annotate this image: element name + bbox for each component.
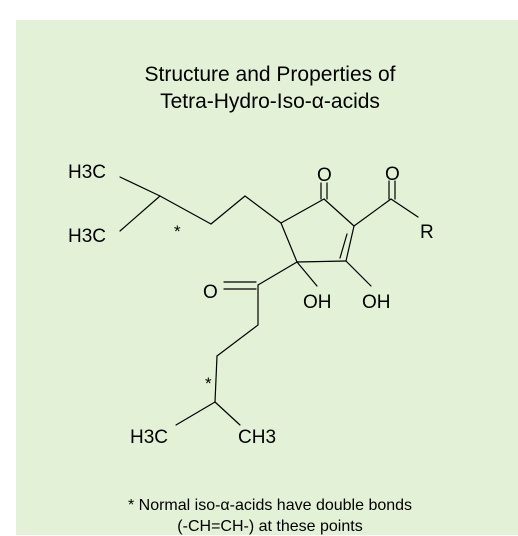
label-oh-left: OH [303, 292, 332, 313]
slide-title-line-1: Structure and Properties of [144, 63, 396, 86]
bond [214, 355, 218, 403]
bond [353, 198, 392, 227]
asterisk-bottom: * [205, 374, 212, 393]
label-h3c-bottom: H3C [130, 427, 168, 448]
asterisk-top: * [174, 222, 181, 241]
bond [214, 401, 241, 426]
bond [296, 261, 318, 287]
bond [119, 176, 161, 197]
label-ch3-bottom: CH3 [238, 427, 276, 448]
bond [257, 261, 298, 286]
label-h3c-top: H3C [68, 162, 106, 183]
footnote-line-1: * Normal iso-α-acids have double bonds [127, 497, 413, 514]
bond [175, 401, 216, 426]
label-h3c-middle: H3C [68, 226, 106, 247]
bond [345, 225, 355, 262]
slide-title-line-2: Tetra-Hydro-Iso-α-acids [160, 90, 380, 113]
bond [280, 198, 325, 224]
slide-panel [16, 20, 518, 535]
bond [345, 260, 372, 287]
label-oh-right: OH [362, 292, 391, 313]
bond [296, 260, 347, 263]
bond [216, 324, 259, 357]
bond [119, 195, 161, 232]
footnote-line-2: (-CH=CH-) at these points [177, 518, 363, 535]
bond [390, 198, 419, 218]
label-o-acyl: O [385, 164, 400, 185]
label-o-sidechain: O [203, 282, 218, 303]
label-r-group: R [420, 222, 434, 243]
bond [323, 198, 355, 227]
label-o-ring: O [317, 165, 332, 186]
bond-lines [119, 176, 419, 426]
bond [280, 222, 298, 263]
bond [244, 195, 282, 224]
bond [210, 195, 246, 225]
bond [159, 195, 212, 225]
bond [339, 233, 348, 259]
